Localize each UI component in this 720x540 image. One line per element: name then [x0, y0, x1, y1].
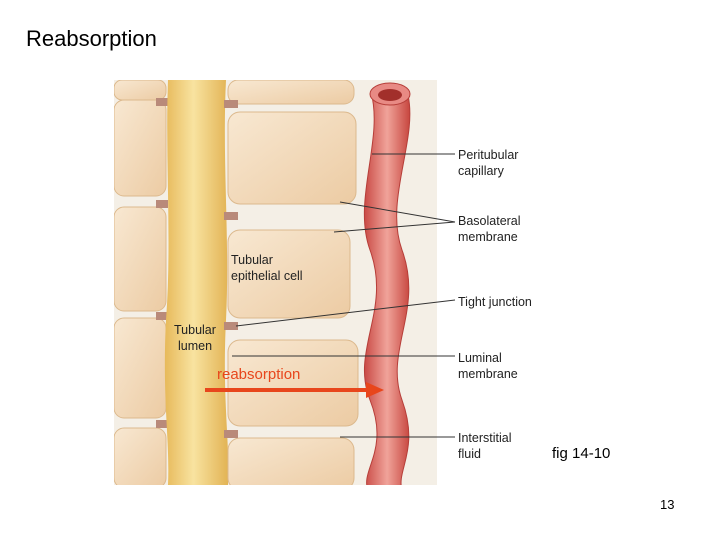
label-peritubular-capillary: Peritubular capillary [458, 148, 519, 178]
right-cell-column [224, 80, 359, 485]
page-number: 13 [660, 497, 675, 512]
capillary-lumen-opening [378, 89, 402, 101]
figure-caption: fig 14-10 [552, 445, 611, 462]
label-tubular-epithelial-cell: Tubular epithelial cell [231, 253, 303, 283]
label-tight-junction: Tight junction [458, 295, 532, 309]
reabsorption-label: reabsorption [217, 366, 301, 383]
tubular-lumen [164, 80, 229, 485]
label-tubular-lumen: Tubular lumen [174, 323, 216, 353]
left-cell-column [114, 80, 168, 485]
label-interstitial-fluid: Interstitial fluid [458, 431, 512, 461]
label-luminal-membrane: Luminal membrane [458, 351, 518, 381]
leader-lines [232, 153, 456, 438]
label-basolateral-membrane: Basolateral membrane [458, 214, 521, 244]
reabsorption-arrow [205, 382, 384, 398]
slide-title: Reabsorption [26, 26, 157, 51]
